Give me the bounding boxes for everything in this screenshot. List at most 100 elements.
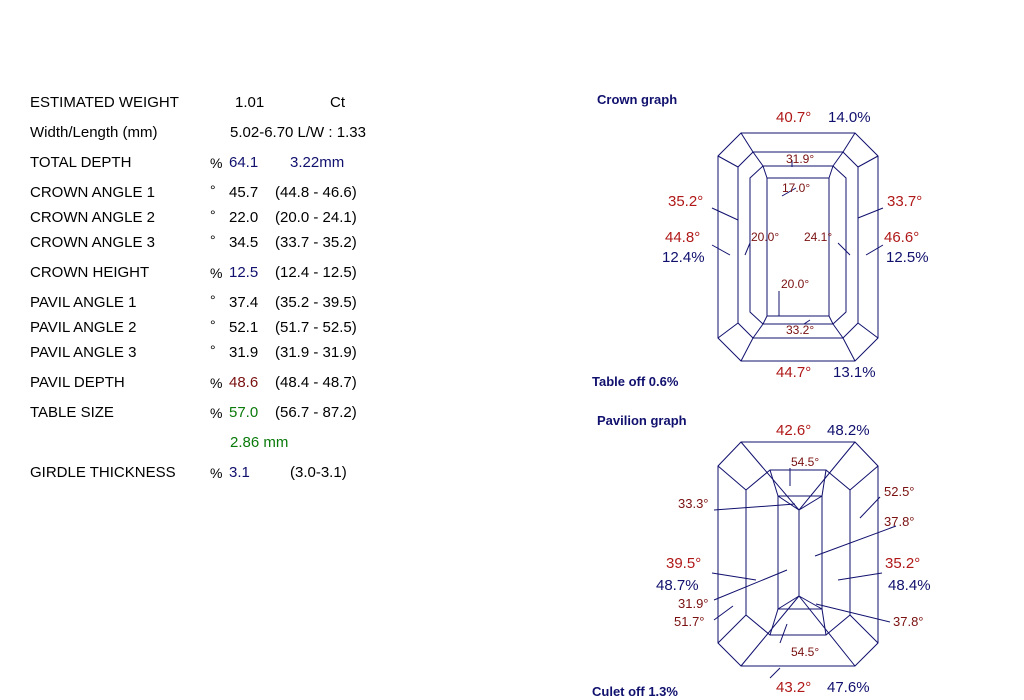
pavilion-leader [815, 603, 891, 623]
pavil-depth-range: (48.4 - 48.7) [275, 374, 357, 391]
crown-edge [857, 155, 879, 168]
pavil-depth-symbol: % [210, 375, 223, 391]
crown-edge [762, 165, 768, 179]
pavil-angle-1-symbol: ° [210, 292, 216, 308]
pavil-angle-3-label: PAVIL ANGLE 3 [30, 344, 137, 361]
crown-edge [740, 337, 754, 362]
crown-height-value: 12.5 [229, 264, 259, 281]
pavilion-labels: 42.6° 48.2% 43.2° 47.6% 54.5° 54.5° 52.5… [656, 422, 931, 696]
crown-left-pct: 12.4% [662, 249, 705, 266]
estimated-weight-label: ESTIMATED WEIGHT [30, 94, 179, 111]
crown-angle-1-label: CROWN ANGLE 1 [30, 184, 156, 201]
crown-table [766, 177, 830, 317]
pavil-depth-value: 48.6 [229, 374, 259, 391]
crown-angle-3-symbol: ° [210, 232, 216, 248]
crown-leader [781, 187, 797, 197]
pavilion-culet-box [777, 495, 823, 610]
crown-inner-left: 20.0° [751, 230, 779, 244]
crown-inner-top2: 17.0° [782, 181, 810, 195]
pavilion-right-pct: 48.4% [888, 577, 931, 594]
pavilion-edge [849, 614, 879, 644]
total-depth-value: 64.1 [229, 154, 259, 171]
pavilion-leader [814, 525, 897, 557]
crown-edge [842, 337, 856, 362]
crown-inner-top: 31.9° [786, 152, 814, 166]
pavilion-main-facet [798, 441, 856, 511]
pavilion-graph-footer: Culet off 1.3% [592, 684, 678, 699]
pavilion-top-angle: 42.6° [776, 422, 811, 439]
pavilion-diagram [711, 441, 897, 679]
pavil-angle-1-range: (35.2 - 39.5) [275, 294, 357, 311]
crown-leader [857, 207, 884, 219]
crown-left-outer: 35.2° [668, 193, 703, 210]
crown-height-label: CROWN HEIGHT [30, 264, 150, 281]
crown-right-mid: 46.6° [884, 229, 919, 246]
crown-height-symbol: % [210, 265, 223, 281]
pavil-angle-2-symbol: ° [210, 317, 216, 333]
crown-inner-right: 24.1° [804, 230, 832, 244]
pavilion-left-lower1: 31.9° [678, 596, 709, 611]
crown-edge [857, 322, 879, 339]
total-depth-mm: 3.22mm [290, 154, 345, 171]
pavilion-edge [821, 469, 827, 497]
pavilion-leader [837, 572, 883, 581]
crown-angle-1-value: 45.7 [229, 184, 259, 201]
crown-angle-2-range: (20.0 - 24.1) [275, 209, 357, 226]
crown-leader [744, 242, 751, 256]
width-length-value: 5.02-6.70 L/W : 1.33 [230, 124, 366, 141]
pavilion-edge [798, 595, 823, 610]
crown-top-angle: 40.7° [776, 109, 811, 126]
pavilion-edge [769, 608, 779, 636]
pavilion-main-facet [798, 595, 856, 667]
table-size-symbol: % [210, 405, 223, 421]
pavilion-mid-ring [745, 469, 851, 636]
crown-graph-title: Crown graph [597, 92, 678, 107]
pavilion-right-upper: 52.5° [884, 484, 915, 499]
table-size-label: TABLE SIZE [30, 404, 114, 421]
pavilion-outline [717, 441, 879, 667]
crown-bottom-angle: 44.7° [776, 364, 811, 381]
crown-height-range: (12.4 - 12.5) [275, 264, 357, 281]
pavilion-leader [859, 496, 881, 519]
pavilion-edge [798, 495, 823, 511]
estimated-weight-value: 1.01 [235, 94, 265, 111]
crown-edge [828, 165, 834, 179]
pavilion-edge [717, 614, 747, 644]
table-size-mm: 2.86 mm [230, 434, 289, 451]
table-size-range: (56.7 - 87.2) [275, 404, 357, 421]
crown-inner-bottom: 20.0° [781, 277, 809, 291]
crown-edge [762, 315, 768, 325]
pavilion-right-angle: 35.2° [885, 555, 920, 572]
pavilion-edge [777, 595, 800, 610]
width-length-label: Width/Length (mm) [30, 124, 158, 141]
girdle-thickness-value: 3.1 [229, 464, 250, 481]
pavilion-left-angle: 39.5° [666, 555, 701, 572]
total-depth-symbol: % [210, 155, 223, 171]
crown-angle-3-value: 34.5 [229, 234, 259, 251]
crown-left-mid: 44.8° [665, 229, 700, 246]
girdle-thickness-label: GIRDLE THICKNESS [30, 464, 176, 481]
crown-angle-2-value: 22.0 [229, 209, 259, 226]
girdle-thickness-symbol: % [210, 465, 223, 481]
crown-edge [717, 322, 739, 339]
pavilion-top-pct: 48.2% [827, 422, 870, 439]
crown-graph-footer: Table off 0.6% [592, 374, 679, 389]
crown-inner-bottom2: 33.2° [786, 323, 814, 337]
pavilion-edge [717, 465, 747, 491]
pavilion-inner-bottom: 54.5° [791, 645, 819, 659]
crown-top-pct: 14.0% [828, 109, 871, 126]
pavilion-leader [779, 623, 788, 644]
crown-bottom-pct: 13.1% [833, 364, 876, 381]
pavilion-right-mid: 37.8° [884, 514, 915, 529]
pavil-angle-2-range: (51.7 - 52.5) [275, 319, 357, 336]
crown-leader [837, 242, 851, 256]
pavilion-edge [777, 495, 800, 511]
pavilion-edge [769, 469, 779, 497]
pavilion-left-lower2: 51.7° [674, 614, 705, 629]
total-depth-label: TOTAL DEPTH [30, 154, 132, 171]
crown-labels: 40.7° 14.0% 44.7° 13.1% 35.2° 44.8° 12.4… [662, 109, 929, 381]
girdle-thickness-range: (3.0-3.1) [290, 464, 347, 481]
pavilion-leader [711, 572, 757, 581]
pavilion-edge [849, 465, 879, 491]
